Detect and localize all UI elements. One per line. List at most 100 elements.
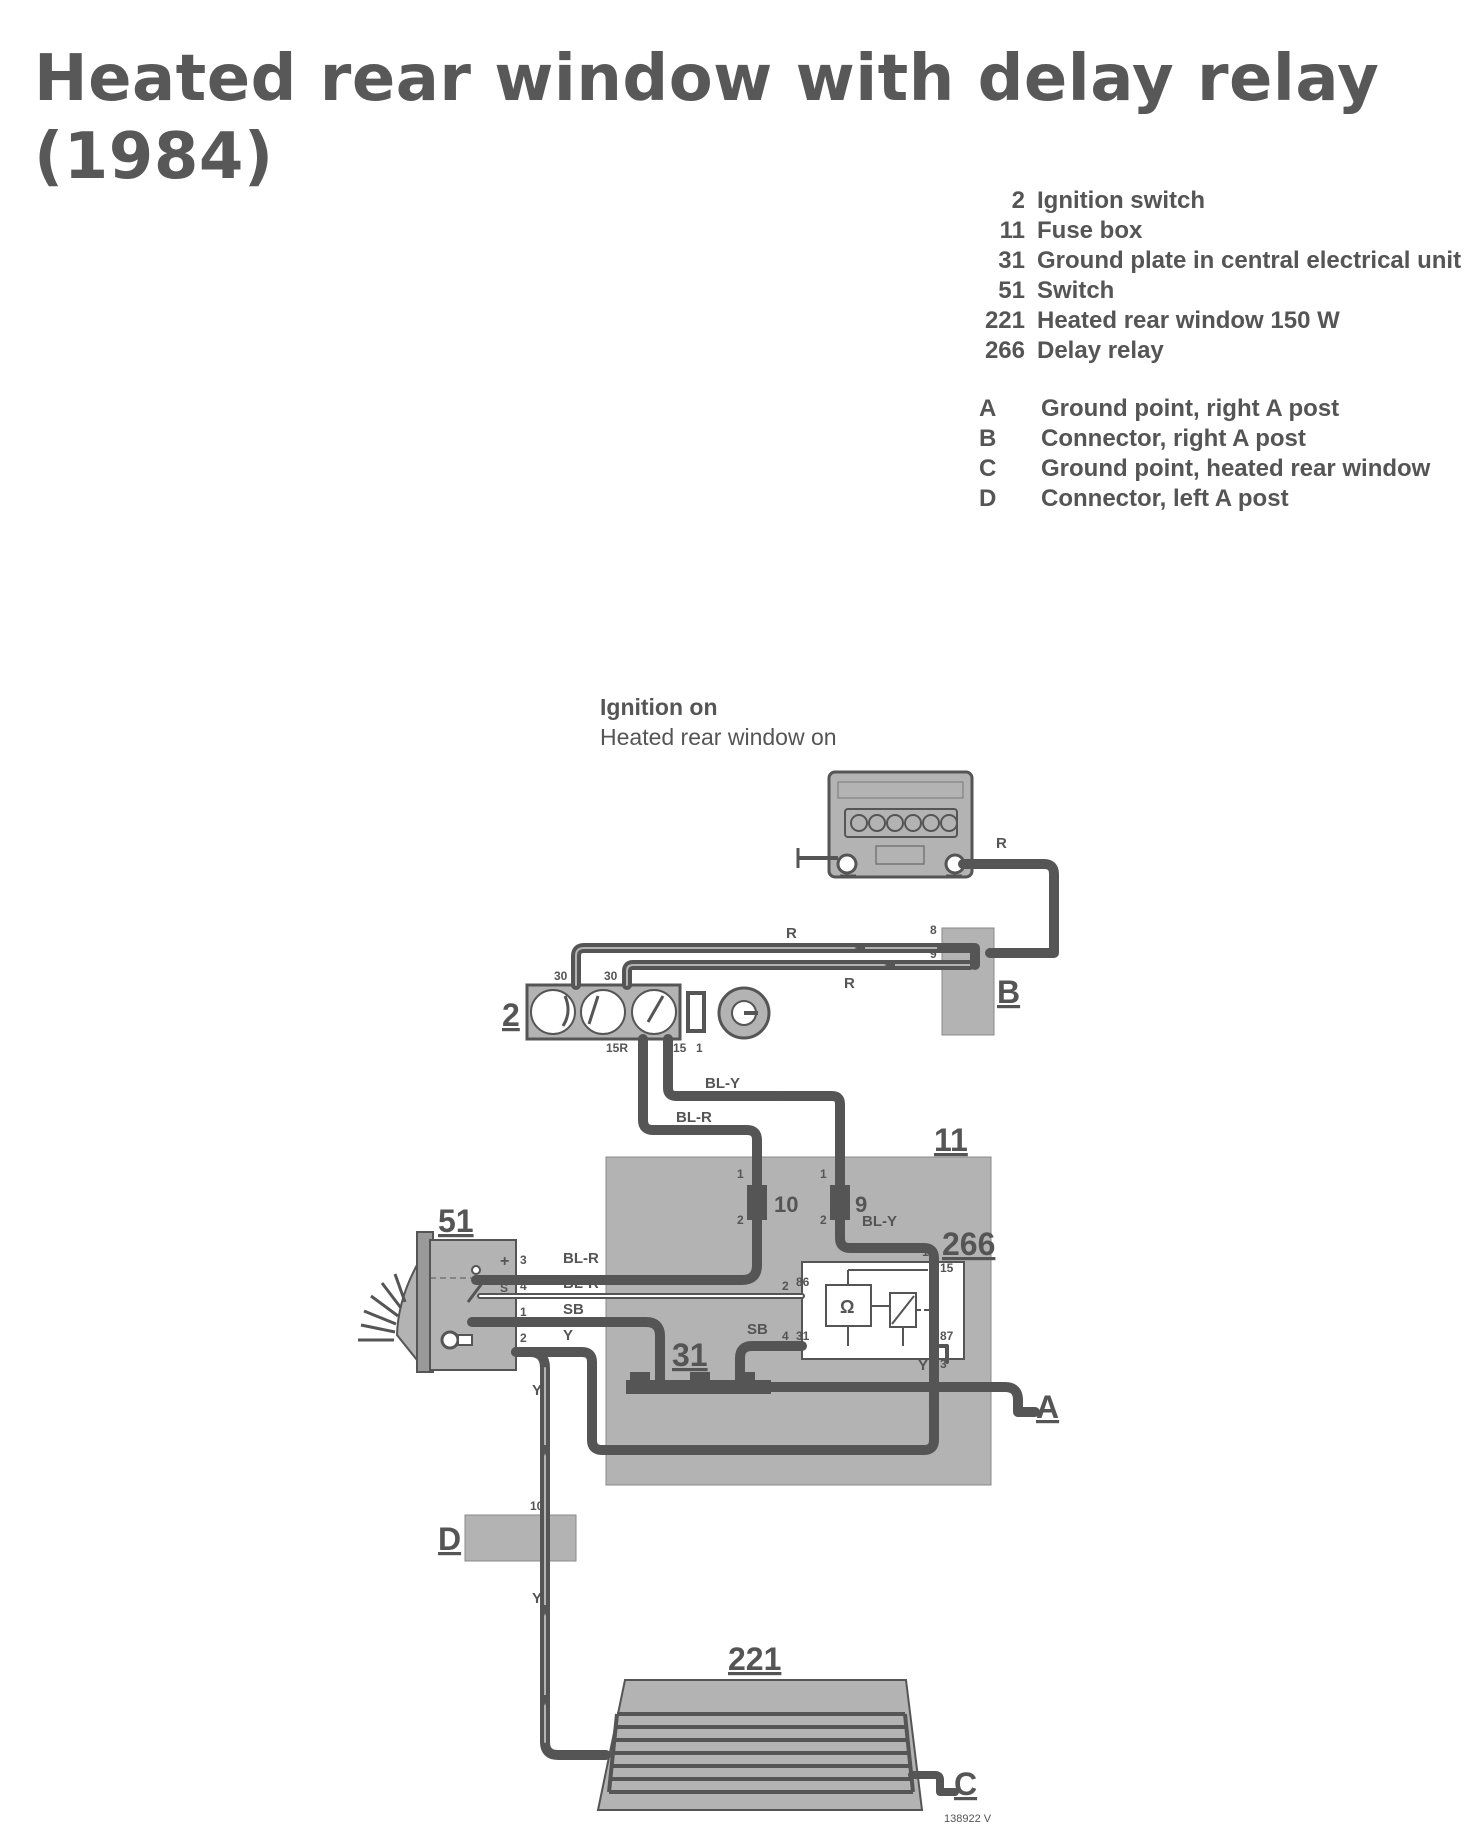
wire-label: R xyxy=(786,925,797,942)
wire-ground-c xyxy=(908,1771,959,1796)
legend-label: Connector, left A post xyxy=(1041,485,1289,512)
label-fuse-9: 9 xyxy=(855,1192,867,1217)
wire-ground-a xyxy=(765,1382,1040,1417)
legend-item: 11 Fuse box xyxy=(975,216,1465,246)
legend-id: B xyxy=(979,425,997,452)
label-point-c: C xyxy=(954,1766,977,1802)
label-point-b: B xyxy=(997,974,1020,1010)
label-ground-plate: 31 xyxy=(672,1337,708,1373)
pin-label: 15R xyxy=(606,1041,628,1055)
wire-r-lower xyxy=(622,960,975,990)
legend-label: Delay relay xyxy=(1037,337,1164,364)
wire-label: SB xyxy=(747,1321,768,1338)
legend-item: 2 Ignition switch xyxy=(975,186,1465,216)
pin-label: 15 xyxy=(673,1041,687,1055)
wire-bl-y-lower xyxy=(511,1215,939,1455)
legend-label: Heated rear window 150 W xyxy=(1037,307,1340,334)
pin-label: 3 xyxy=(520,1253,527,1267)
wire-y-relay xyxy=(938,1344,949,1364)
pin-label: 31 xyxy=(796,1329,810,1343)
label-fuse-10: 10 xyxy=(774,1192,798,1217)
pin-label: 2 xyxy=(737,1213,744,1227)
pin-label: 1 xyxy=(922,1245,929,1259)
pin-label: 2 xyxy=(820,1213,827,1227)
pin-label: 30 xyxy=(554,969,568,983)
pin-label: + xyxy=(500,1253,509,1270)
legend-id: 11 xyxy=(999,217,1025,244)
legend: 2 Ignition switch 11 Fuse box 31 Ground pla… xyxy=(975,186,1465,514)
wire-label: BL-Y xyxy=(862,1213,897,1230)
wire-label: SB xyxy=(563,1301,584,1318)
wire-label: BL-Y xyxy=(705,1075,740,1092)
legend-item: D Connector, left A post xyxy=(975,484,1465,514)
pin-label: 10 xyxy=(530,1499,544,1513)
legend-id: C xyxy=(979,455,997,482)
legend-item: C Ground point, heated rear window xyxy=(975,454,1465,484)
state-title: Ignition on xyxy=(600,694,718,720)
label-ignition-switch: 2 xyxy=(502,997,520,1033)
flow-arrows xyxy=(541,905,1058,1706)
legend-label: Ground plate in central electrical unit xyxy=(1037,247,1462,274)
wire-bl-r-upper xyxy=(638,1034,762,1190)
pin-label: 2 xyxy=(520,1331,527,1345)
legend-id: 2 xyxy=(1011,187,1025,214)
pin-label: 1 xyxy=(737,1167,744,1181)
top-unit xyxy=(796,770,974,879)
label-delay-relay: 266 xyxy=(942,1226,995,1262)
legend-item: 31 Ground plate in central electrical uni… xyxy=(975,246,1465,276)
ground-plate xyxy=(626,1372,771,1394)
pin-label: 87 xyxy=(940,1329,954,1343)
legend-item: 266 Delay relay xyxy=(975,336,1465,366)
label-fuse-box: 11 xyxy=(934,1122,968,1158)
wire-label: Y xyxy=(532,1382,542,1399)
pin-label: 4 xyxy=(520,1279,527,1293)
wire-label: BL-R xyxy=(676,1109,712,1126)
pin-label: 15 xyxy=(940,1261,954,1275)
relay-symbol: Ω xyxy=(840,1297,854,1317)
switch-51 xyxy=(358,1231,517,1373)
wire-bl-y-upper xyxy=(663,1034,845,1190)
heated-rear-window xyxy=(596,1679,924,1811)
label-rear-window: 221 xyxy=(728,1641,781,1677)
wire-label: Y xyxy=(532,1590,542,1607)
pin-label: 86 xyxy=(796,1275,810,1289)
wire-sb-relay xyxy=(735,1341,807,1385)
legend-id: D xyxy=(979,485,997,512)
reference-number: 138922 V xyxy=(944,1813,992,1825)
wire-label: Y xyxy=(563,1327,573,1344)
wire-label: Y xyxy=(918,1357,928,1374)
legend-label: Ground point, heated rear window xyxy=(1041,455,1431,482)
pin-label: 1 xyxy=(820,1167,827,1181)
state-subtitle: Heated rear window on xyxy=(600,724,837,750)
legend-label: Fuse box xyxy=(1037,217,1143,244)
wire-r-top xyxy=(958,859,1059,958)
label-point-d: D xyxy=(438,1521,461,1557)
label-point-a: A xyxy=(1036,1389,1059,1425)
legend-id: 266 xyxy=(984,337,1025,364)
legend-label: Ignition switch xyxy=(1037,187,1205,214)
pin-label: 1 xyxy=(520,1305,527,1319)
legend-item: 221 Heated rear window 150 W xyxy=(975,306,1465,336)
wire-label: R xyxy=(996,835,1007,852)
label-switch: 51 xyxy=(438,1203,474,1239)
legend-label: Ground point, right A post xyxy=(1041,395,1340,422)
pin-label: S xyxy=(500,1281,508,1295)
page-title: Heated rear window with delay relay (198… xyxy=(34,42,1380,194)
wire-label: BL-R xyxy=(563,1250,599,1267)
pin-label: 30 xyxy=(604,969,618,983)
pin-label: 8 xyxy=(930,923,937,937)
legend-id: 51 xyxy=(998,277,1025,304)
legend-id: 31 xyxy=(998,247,1025,274)
legend-id: 221 xyxy=(984,307,1025,334)
pin-label: 3 xyxy=(940,1357,947,1371)
pin-label: 2 xyxy=(782,1279,789,1293)
pin-label: 1 xyxy=(696,1041,703,1055)
ignition-switch xyxy=(525,983,771,1041)
circuit-state: Ignition on Heated rear window on xyxy=(600,692,837,752)
pin-label: 4 xyxy=(782,1329,789,1343)
wire-label: BL-R xyxy=(563,1275,599,1292)
